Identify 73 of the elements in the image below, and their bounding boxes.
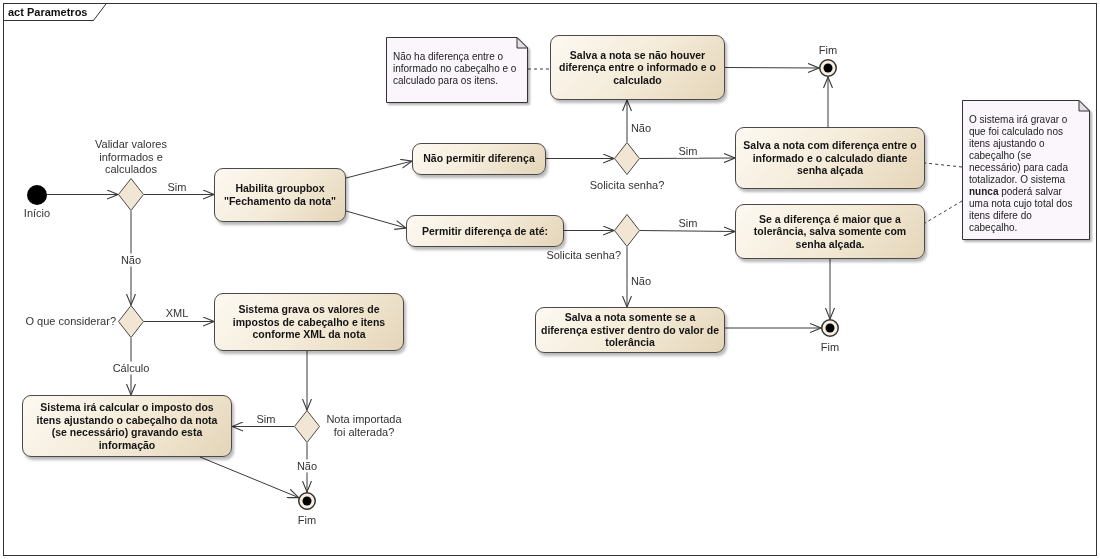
action-box	[412, 142, 546, 175]
initial-node	[27, 184, 47, 205]
node-caption: Fim	[818, 44, 838, 57]
arrow	[822, 76, 834, 128]
arrow	[563, 225, 615, 236]
edge-label: Não	[118, 253, 144, 267]
arrow	[231, 421, 295, 432]
node-caption: O que considerar?	[25, 315, 116, 328]
arrow	[639, 153, 736, 164]
arrow	[345, 210, 407, 230]
arrow	[301, 350, 313, 411]
action-box	[735, 204, 925, 259]
node-caption: Solicita senha?	[589, 179, 665, 192]
arrow	[545, 153, 615, 164]
edge-label: Sim	[254, 412, 278, 426]
arrow	[724, 62, 820, 73]
edge-label: Não	[294, 459, 320, 473]
action-label: Salva a nota somente se a diferença estiver dentro do valor de tolerância	[541, 311, 719, 349]
node-caption: Validar valores informados e calculados	[94, 138, 168, 176]
note	[386, 37, 528, 103]
frame-label: act Parametros	[4, 4, 106, 21]
note-text: O sistema irá gravar o que foi calculado nos itens ajustando o cabeçalho (se necessário) para cada totalizador. O sistema nunca poderá salvar uma nota cujo total dos itens difere do cabeçalho.	[969, 114, 1074, 234]
edge-label: Cálculo	[110, 361, 152, 375]
arrow	[621, 246, 633, 308]
action-label: Salva a nota se não houver diferença entre o informado e o calculado	[558, 48, 717, 87]
arrow	[46, 189, 119, 200]
action-box	[535, 307, 725, 353]
decision-diamond	[294, 410, 320, 443]
action-label: Sistema grava os valores de impostos de cabeçalho e itens conforme XML da nota	[231, 303, 387, 341]
note-text: Não ha diferença entre o informado no cabeçalho e o calculado para os itens.	[393, 51, 517, 87]
arrow	[639, 226, 736, 237]
note	[962, 100, 1090, 240]
decision-diamond	[118, 178, 144, 211]
decision-diamond	[614, 214, 640, 247]
edge-label: Não	[628, 121, 654, 135]
action-label: Se a diferença é maior que a tolerância, salva somente com senha alçada.	[752, 212, 908, 251]
node-caption: Nota importada foi alterada?	[325, 413, 403, 438]
arrow	[621, 99, 633, 143]
dashed-connector	[527, 68, 551, 70]
arrow	[143, 189, 215, 200]
action-label: Salva a nota com diferença entre o informado e o calculado diante senha alçada	[742, 139, 918, 177]
action-label: Permitir diferença de até:	[421, 224, 548, 238]
node-caption: Fim	[297, 514, 317, 527]
action-box	[550, 35, 725, 100]
arrow	[199, 456, 300, 499]
activity-frame	[3, 3, 1097, 556]
edge-label: Sim	[165, 180, 189, 194]
dashed-connector	[924, 162, 963, 168]
arrow	[143, 316, 215, 327]
action-box	[735, 127, 925, 189]
final-node	[821, 319, 839, 337]
action-box	[406, 215, 564, 247]
action-label: Não permitir diferença	[423, 152, 535, 165]
arrow	[345, 158, 413, 179]
final-node	[819, 59, 837, 77]
edge-label: Sim	[676, 144, 700, 158]
node-caption: Início	[23, 207, 51, 220]
arrow	[724, 322, 822, 334]
final-node	[298, 492, 316, 510]
action-box	[22, 395, 232, 457]
action-label: Habilita groupbox "Fechamento da nota"	[222, 182, 338, 207]
node-caption: Fim	[820, 341, 840, 354]
dashed-connector	[924, 200, 963, 224]
edge-label: XML	[163, 306, 191, 320]
edge-label: Não	[628, 274, 654, 288]
action-label: Sistema irá calcular o imposto dos itens ajustando o cabeçalho da nota (se necessário) gravando esta informação	[35, 401, 219, 451]
arrow	[824, 258, 836, 320]
decision-diamond	[118, 305, 144, 338]
decision-diamond	[614, 142, 640, 175]
action-box	[214, 167, 346, 222]
edge-label: Sim	[676, 216, 700, 230]
action-box	[214, 293, 404, 351]
node-caption: Solicita senha?	[546, 249, 621, 262]
